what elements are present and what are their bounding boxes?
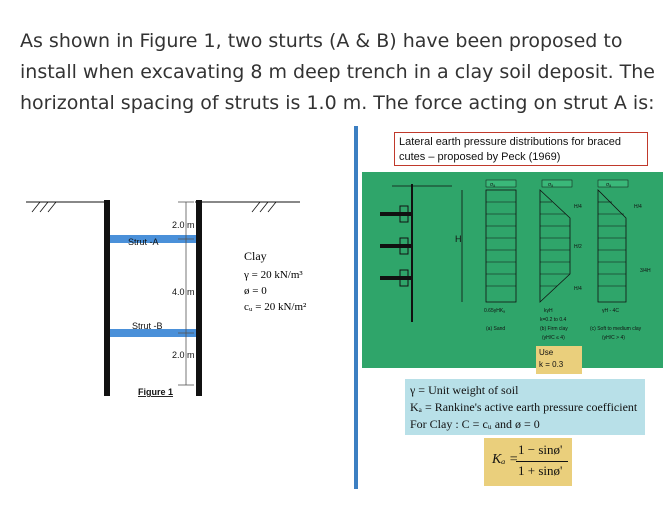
dim-middle-label: 4.0 m	[172, 287, 195, 297]
firm-value: kγH	[544, 308, 553, 314]
peck-title-box: Lateral earth pressure distributions for…	[394, 132, 648, 166]
dim-bottom-label: 2.0 m	[172, 350, 195, 360]
figure-1-diagram: 2.0 m 4.0 m 2.0 m Strut -A Strut -B Figu…	[26, 200, 307, 397]
firm-clay-diagram	[539, 179, 573, 303]
peck-h-label: H	[455, 234, 462, 244]
firm-caption: (b) Firm clay	[540, 326, 568, 332]
firm-h4-bottom: H/4	[574, 286, 582, 292]
vertical-divider	[354, 126, 358, 489]
firm-h2: H/2	[574, 244, 582, 250]
sand-value: 0.65γHKₐ	[484, 308, 505, 314]
use-k-box: Use k = 0.3	[536, 346, 582, 374]
strut-a	[110, 235, 196, 243]
sand-caption: (a) Sand	[486, 326, 505, 332]
firm-sigma-label: σₐ	[548, 182, 553, 188]
ka-formula-lhs: Kₐ =	[492, 452, 519, 467]
note-gamma: γ = Unit weight of soil	[410, 383, 519, 397]
right-sheet-wall	[196, 200, 202, 396]
peck-struts	[380, 205, 412, 287]
firm-condition: (γH/C ≤ 4)	[542, 335, 565, 341]
peck-diagram-panel: H σₐ 0.65γHKₐ (a) Sand σₐ H/4 H/2 H/4 kγ…	[362, 172, 663, 368]
ka-formula-box: Kₐ = 1 − sinø' 1 + sinø'	[484, 438, 572, 486]
left-sheet-wall	[104, 200, 110, 396]
ground-hatch-left	[31, 201, 57, 213]
figure-1-caption: Figure 1	[138, 387, 173, 397]
soil-phi: ø = 0	[244, 285, 267, 297]
firm-h4-top: H/4	[574, 204, 582, 210]
sand-diagram	[485, 179, 517, 303]
ka-formula-numerator: 1 − sinø'	[518, 442, 563, 457]
question-text: As shown in Figure 1, two sturts (A & B)…	[20, 30, 655, 114]
soil-name: Clay	[244, 249, 267, 263]
strut-a-label: Strut -A	[128, 237, 159, 247]
definitions-box: γ = Unit weight of soil Kₐ = Rankine's a…	[405, 379, 645, 435]
note-ka: Kₐ = Rankine's active earth pressure coe…	[410, 400, 638, 414]
ground-hatch-right	[251, 201, 277, 213]
note-clay: For Clay : C = cᵤ and ø = 0	[410, 417, 540, 431]
ka-fraction-bar	[516, 461, 568, 462]
strut-b	[110, 329, 196, 337]
soft-value: γH - 4C	[602, 308, 619, 314]
soft-condition: (γH/C > 4)	[602, 335, 625, 341]
sand-sigma-label: σₐ	[490, 182, 495, 188]
soft-clay-diagram	[597, 179, 629, 303]
dim-top-label: 2.0 m	[172, 220, 195, 230]
soil-gamma: γ = 20 kN/m³	[243, 269, 303, 281]
use-label: Use	[539, 348, 554, 357]
use-k-value: k = 0.3	[539, 360, 564, 369]
strut-b-label: Strut -B	[132, 321, 163, 331]
soft-3h4: 3/4H	[640, 268, 651, 274]
firm-k-range: k=0.2 to 0.4	[540, 317, 566, 323]
soil-cu: cᵤ = 20 kN/m²	[244, 301, 307, 313]
ka-formula-denominator: 1 + sinø'	[518, 463, 563, 478]
soft-caption: (c) Soft to medium clay	[590, 326, 642, 332]
soft-sigma-label: σₐ	[606, 182, 611, 188]
soft-h4: H/4	[634, 204, 642, 210]
